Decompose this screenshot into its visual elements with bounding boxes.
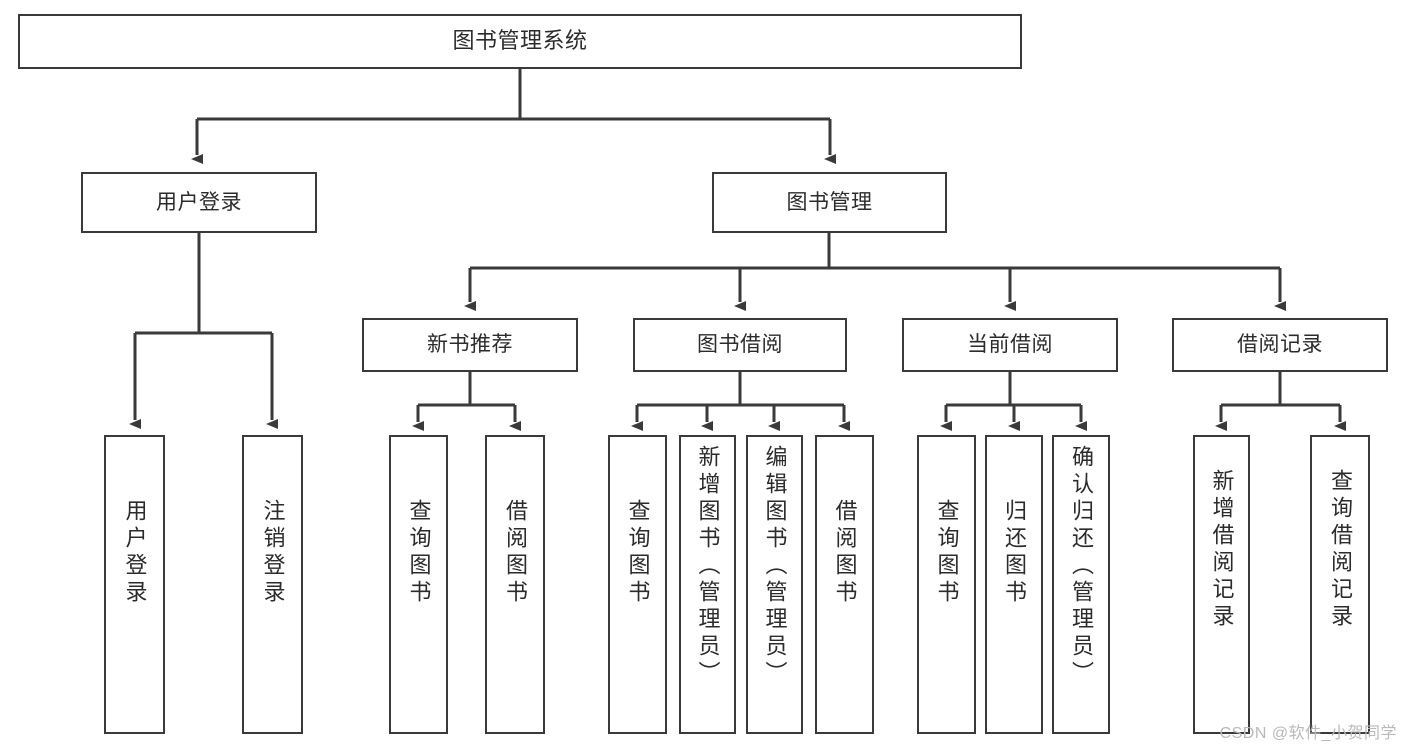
node-new-book-recommendation[interactable]: 新书推荐 [362, 318, 578, 372]
node-label: 归还图书 [1002, 499, 1027, 607]
node-current-borrowing[interactable]: 当前借阅 [902, 318, 1118, 372]
node-label: 查询图书 [625, 499, 651, 607]
node-label: 查询图书 [934, 499, 960, 607]
csdn-watermark: CSDN @软件_小贺同学 [1219, 725, 1397, 742]
leaf-user-login[interactable]: 用户登录 [104, 435, 165, 734]
leaf-query-borrow-record[interactable]: 查询借阅记录 [1310, 435, 1370, 734]
node-label: 借阅记录 [1237, 333, 1323, 357]
node-label: 图书管理 [786, 190, 873, 214]
node-label: 新增借阅记录 [1209, 469, 1235, 631]
node-label: 查询借阅记录 [1328, 469, 1353, 631]
node-label: 图书管理系统 [452, 28, 588, 54]
node-label: 用户登录 [156, 190, 242, 214]
leaf-borrow-book[interactable]: 借阅图书 [815, 435, 874, 734]
leaf-add-book-admin[interactable]: 新增图书（管理员） [679, 435, 736, 734]
leaf-borrow-book-recommend[interactable]: 借阅图书 [485, 435, 545, 734]
node-label: 新增图书（管理员） [695, 445, 721, 688]
node-user-login[interactable]: 用户登录 [81, 172, 317, 233]
leaf-logout-login[interactable]: 注销登录 [242, 435, 303, 734]
leaf-confirm-return-admin[interactable]: 确认归还（管理员） [1052, 435, 1110, 734]
node-root-book-management-system[interactable]: 图书管理系统 [18, 14, 1022, 69]
leaf-query-book-current[interactable]: 查询图书 [917, 435, 976, 734]
node-book-management[interactable]: 图书管理 [712, 172, 947, 233]
node-borrowing-record[interactable]: 借阅记录 [1172, 318, 1388, 372]
leaf-query-book-recommend[interactable]: 查询图书 [389, 435, 448, 734]
node-label: 注销登录 [260, 499, 286, 607]
leaf-query-book-borrow[interactable]: 查询图书 [608, 435, 667, 734]
node-book-borrowing[interactable]: 图书借阅 [633, 318, 847, 372]
leaf-add-borrow-record[interactable]: 新增借阅记录 [1193, 435, 1250, 734]
node-label: 图书借阅 [697, 333, 783, 357]
leaf-edit-book-admin[interactable]: 编辑图书（管理员） [746, 435, 803, 734]
node-label: 借阅图书 [832, 499, 858, 607]
node-label: 编辑图书（管理员） [762, 445, 788, 688]
node-label: 当前借阅 [967, 333, 1053, 357]
node-label: 用户登录 [122, 499, 148, 607]
leaf-return-book[interactable]: 归还图书 [985, 435, 1043, 734]
node-label: 新书推荐 [427, 333, 513, 357]
node-label: 确认归还（管理员） [1069, 445, 1094, 688]
node-label: 借阅图书 [503, 499, 528, 607]
node-label: 查询图书 [406, 499, 432, 607]
